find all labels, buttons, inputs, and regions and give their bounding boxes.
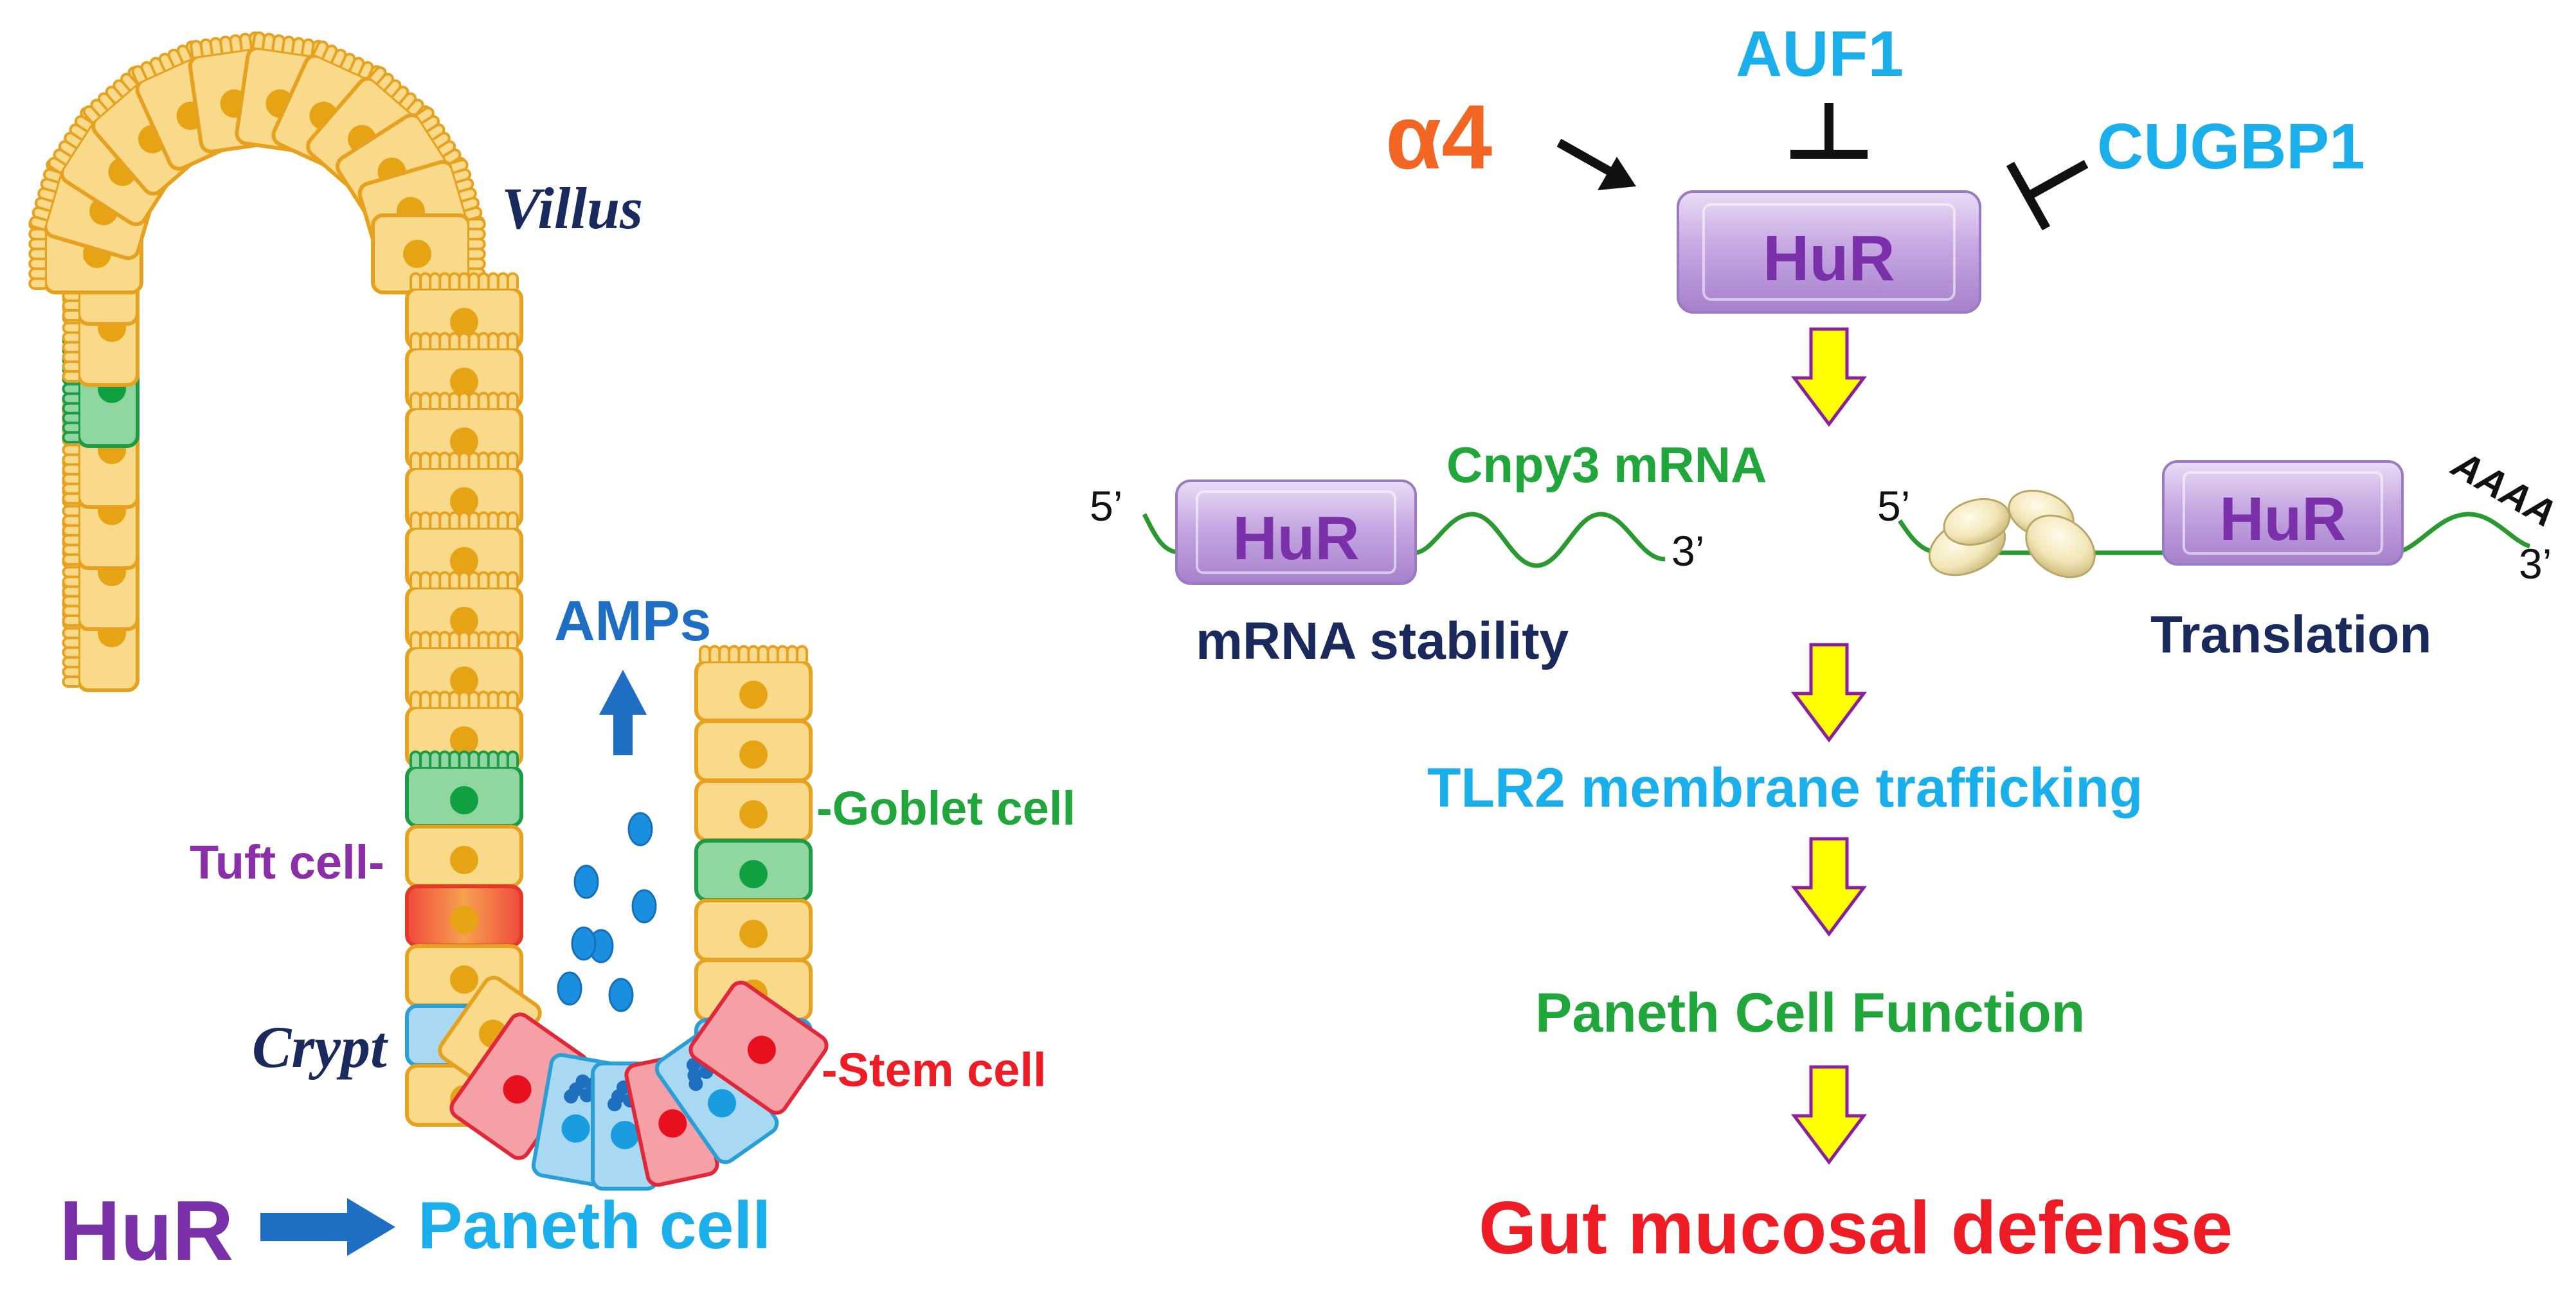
hur-left-box: HuR bbox=[1175, 479, 1417, 585]
stem-cell bbox=[689, 980, 829, 1115]
goblet-cell-label: -Goblet cell bbox=[816, 782, 1076, 835]
tuft-cell-label: Tuft cell- bbox=[190, 836, 384, 889]
amp-granule bbox=[631, 889, 657, 924]
activation-arrow bbox=[1556, 138, 1636, 190]
gut-defense-label: Gut mucosal defense bbox=[1479, 1186, 2233, 1269]
tlr2-label: TLR2 membrane trafficking bbox=[1427, 757, 2143, 819]
yellow-flow-arrow bbox=[1791, 837, 1867, 937]
stem-cell-label: -Stem cell bbox=[822, 1043, 1047, 1097]
hur-main-text: HuR bbox=[1763, 222, 1895, 294]
hur-left-label: HuR bbox=[59, 1183, 233, 1278]
amps-up-arrow bbox=[599, 670, 647, 755]
villus-label: Villus bbox=[501, 175, 643, 241]
stem-cell bbox=[449, 1012, 590, 1160]
epithelium-cells bbox=[28, 31, 829, 1191]
cugbp1-label: CUGBP1 bbox=[2097, 111, 2365, 183]
normal-cell bbox=[694, 645, 813, 722]
mrna-stability-label: mRNA stability bbox=[1196, 612, 1569, 670]
hur-to-paneth-arrow bbox=[260, 1198, 395, 1256]
three-prime-right: 3’ bbox=[2519, 540, 2552, 587]
hur-right-box-text: HuR bbox=[2219, 485, 2346, 553]
five-prime-right: 5’ bbox=[1877, 482, 1910, 530]
flow-arrows bbox=[1791, 327, 1867, 1165]
cnpy3-mrna-wave bbox=[1414, 512, 1666, 568]
five-prime-left: 5’ bbox=[1090, 482, 1122, 530]
mrna-strand-right-tail bbox=[2391, 512, 2531, 555]
amps-label: AMPs bbox=[554, 589, 712, 652]
yellow-flow-arrow bbox=[1791, 643, 1867, 743]
normal-cell bbox=[694, 719, 813, 782]
hur-left-box-text: HuR bbox=[1232, 504, 1359, 573]
goblet-cell bbox=[405, 750, 523, 828]
amp-granule bbox=[573, 864, 599, 899]
amp-granule bbox=[571, 926, 597, 961]
hur-right-box: HuR bbox=[2162, 460, 2404, 566]
ribosomes bbox=[1928, 489, 2096, 578]
cnpy3-mrna-label: Cnpy3 mRNA bbox=[1446, 436, 1767, 493]
amp-granules bbox=[557, 812, 657, 1012]
goblet-cell bbox=[694, 839, 813, 902]
yellow-flow-arrow bbox=[1791, 327, 1867, 427]
cugbp1-inhibition bbox=[2006, 159, 2089, 231]
amp-granule bbox=[608, 978, 634, 1012]
crypt-label: Crypt bbox=[252, 1014, 388, 1080]
paneth-function-label: Paneth Cell Function bbox=[1535, 982, 2085, 1044]
poly-a-tail: AAAA bbox=[2444, 442, 2563, 535]
amp-granule bbox=[557, 971, 582, 1006]
paneth-cell bbox=[654, 1027, 779, 1165]
normal-cell bbox=[405, 825, 523, 888]
hur-main-box: HuR bbox=[1677, 190, 1981, 314]
yellow-flow-arrow bbox=[1791, 1065, 1867, 1165]
paneth-cell-label: Paneth cell bbox=[418, 1188, 771, 1263]
normal-cell bbox=[694, 899, 813, 962]
alpha4-label: α4 bbox=[1385, 86, 1492, 188]
amp-granule bbox=[627, 812, 653, 847]
translation-label: Translation bbox=[2150, 605, 2431, 664]
auf1-inhibition bbox=[1790, 103, 1868, 159]
three-prime-left: 3’ bbox=[1671, 527, 1704, 575]
auf1-label: AUF1 bbox=[1736, 18, 1904, 90]
normal-cell bbox=[694, 779, 813, 842]
tuft-cell bbox=[405, 884, 523, 947]
